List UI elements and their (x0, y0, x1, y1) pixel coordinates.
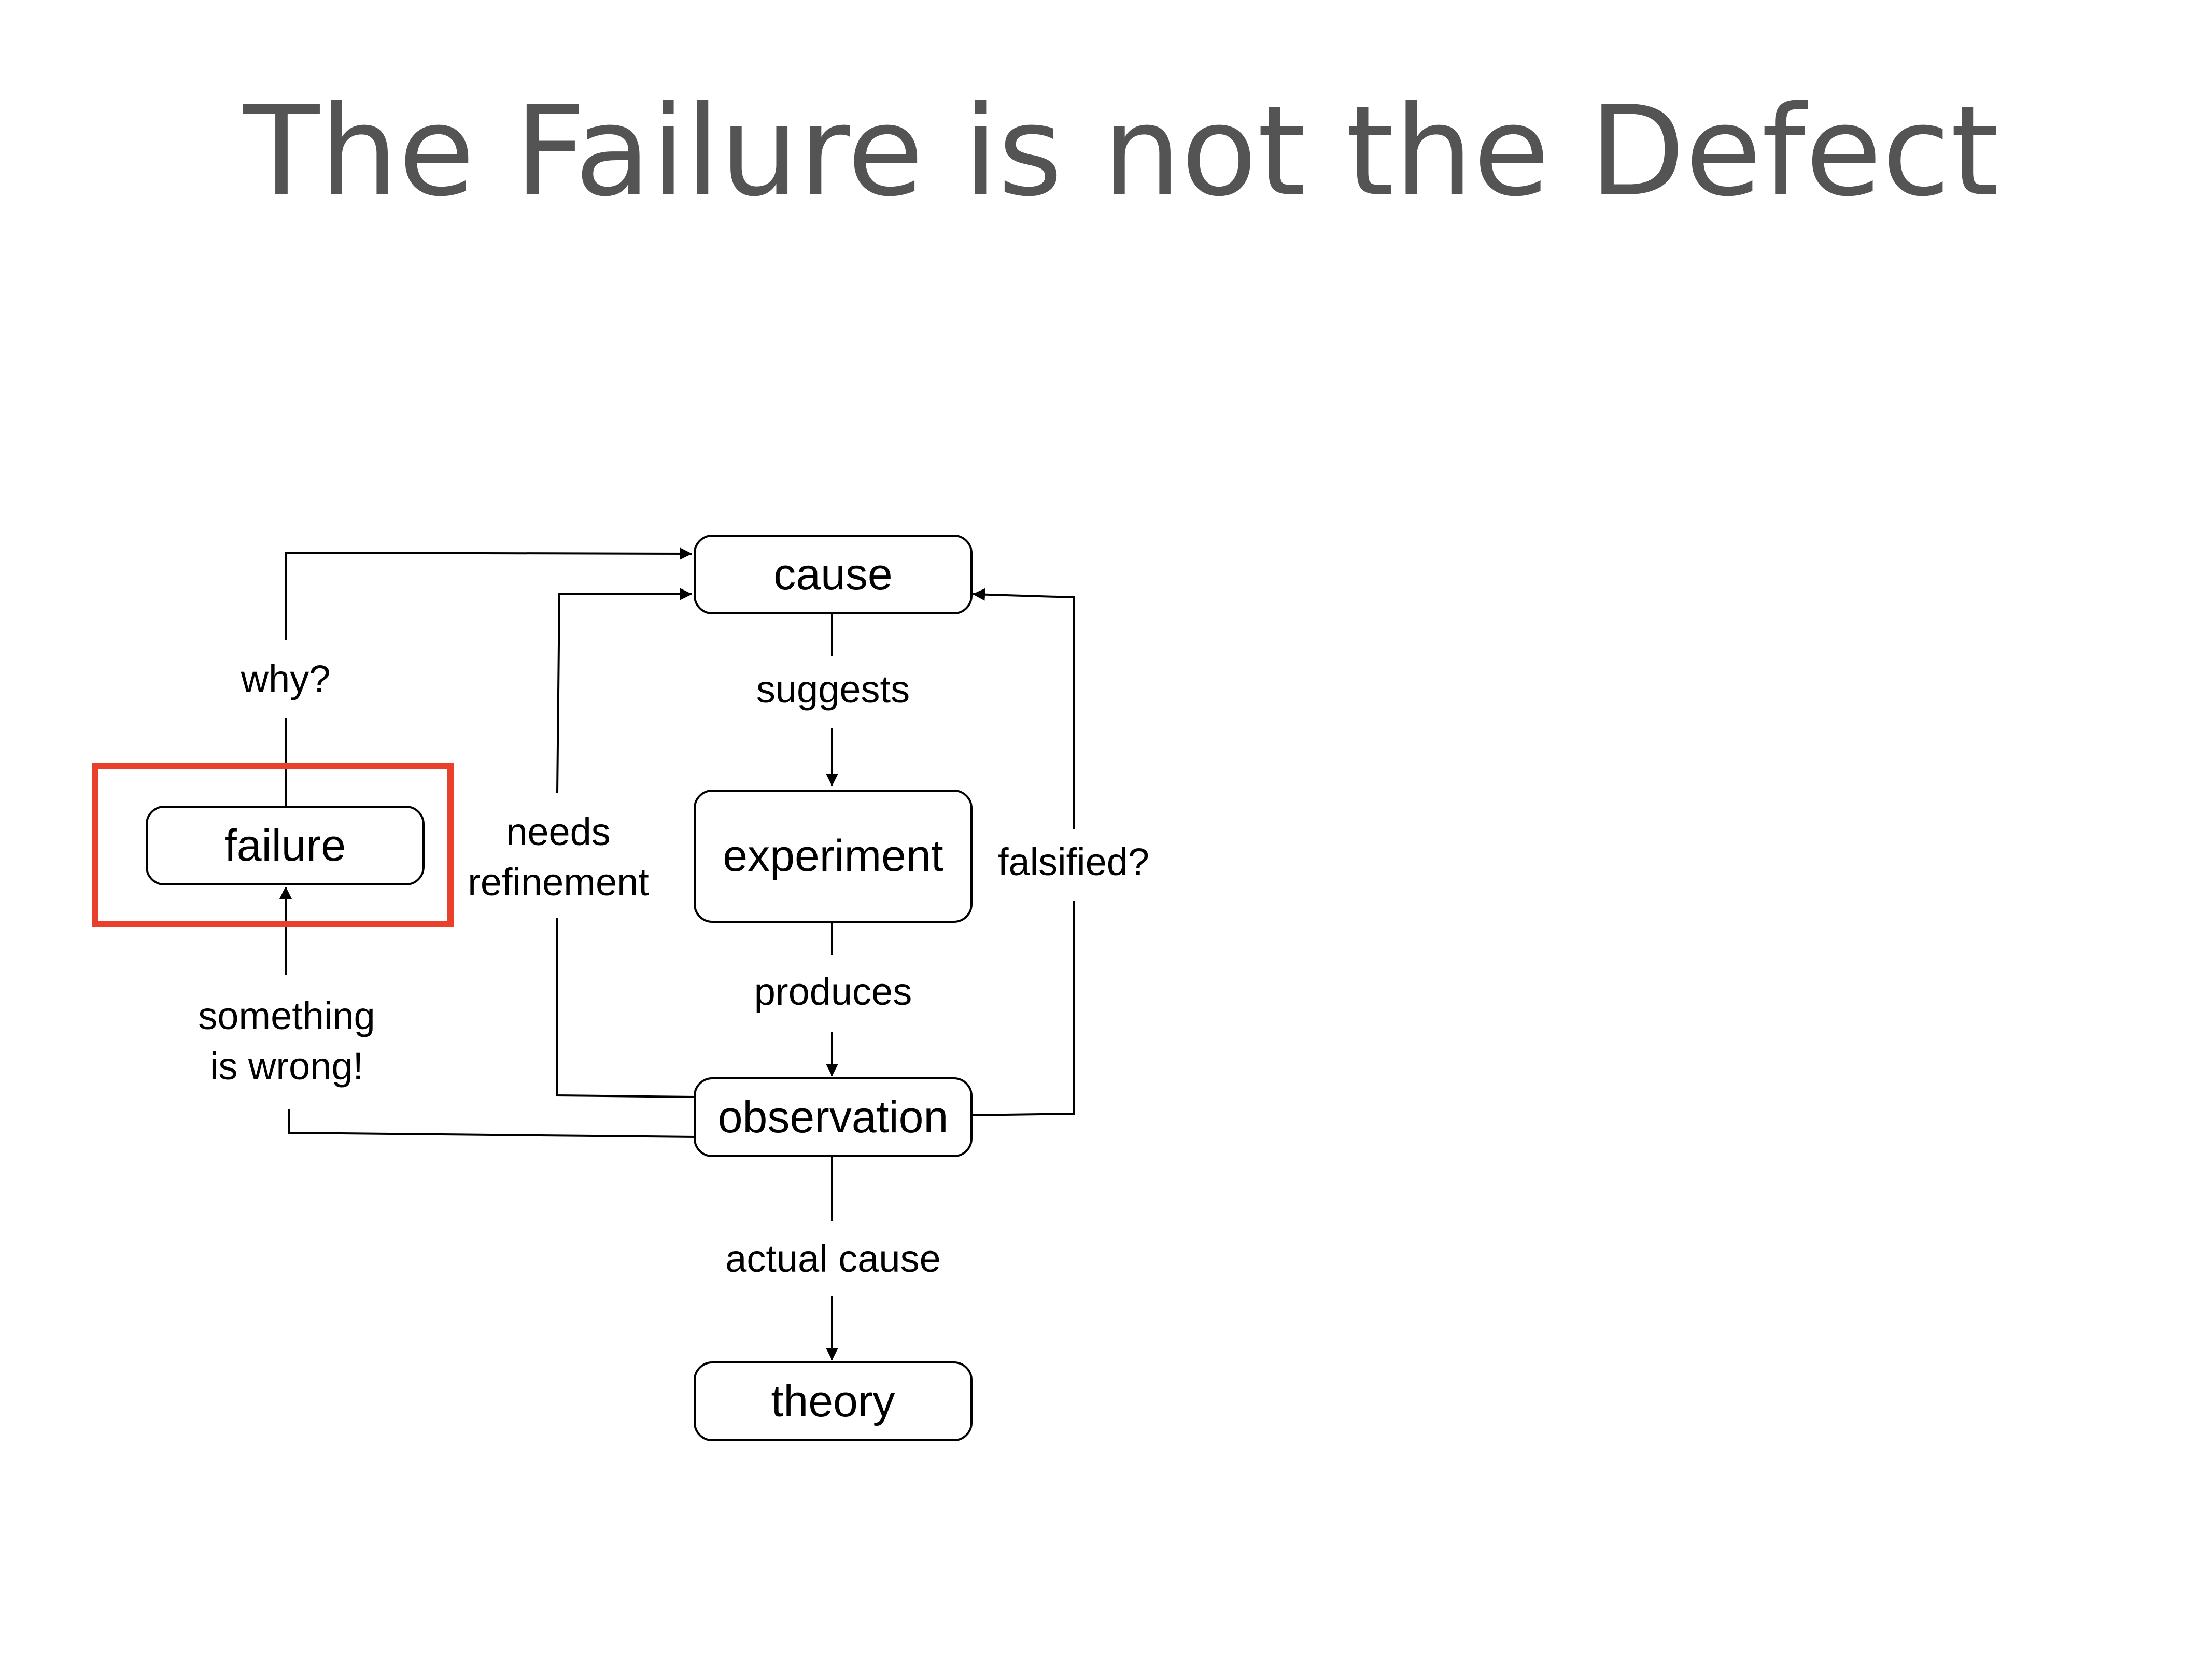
label-something: something (198, 994, 375, 1037)
node-theory-label: theory (771, 1376, 895, 1426)
node-experiment-label: experiment (723, 831, 943, 881)
edge-falsified-cause (972, 588, 1075, 830)
label-falsified: falsified? (998, 840, 1149, 883)
edge-observation-something (288, 1109, 695, 1138)
node-cause-label: cause (773, 550, 893, 599)
edge-labels: why? suggests produces actual cause fals… (198, 657, 1149, 1280)
label-why: why? (241, 657, 331, 700)
node-cause: cause (694, 535, 973, 614)
slide-title: The Failure is not the Defect (243, 79, 1999, 224)
node-experiment: experiment (694, 790, 973, 923)
connectors (279, 547, 1075, 1360)
label-refinement: refinement (468, 861, 649, 904)
node-observation-label: observation (718, 1092, 949, 1142)
node-observation: observation (694, 1077, 973, 1157)
label-is-wrong: is wrong! (210, 1045, 363, 1088)
node-failure-label: failure (224, 821, 346, 870)
edge-observation-refinement (556, 918, 695, 1098)
node-failure: failure (146, 806, 425, 885)
failure-highlight-box (92, 763, 454, 927)
node-theory: theory (694, 1361, 973, 1441)
label-actual-cause: actual cause (725, 1237, 941, 1280)
edge-observation-falsified (971, 901, 1075, 1116)
label-produces: produces (754, 970, 912, 1013)
edge-refinement-cause (556, 588, 692, 794)
edge-why-cause (285, 547, 693, 640)
label-suggests: suggests (756, 668, 910, 711)
label-needs: needs (506, 810, 611, 853)
